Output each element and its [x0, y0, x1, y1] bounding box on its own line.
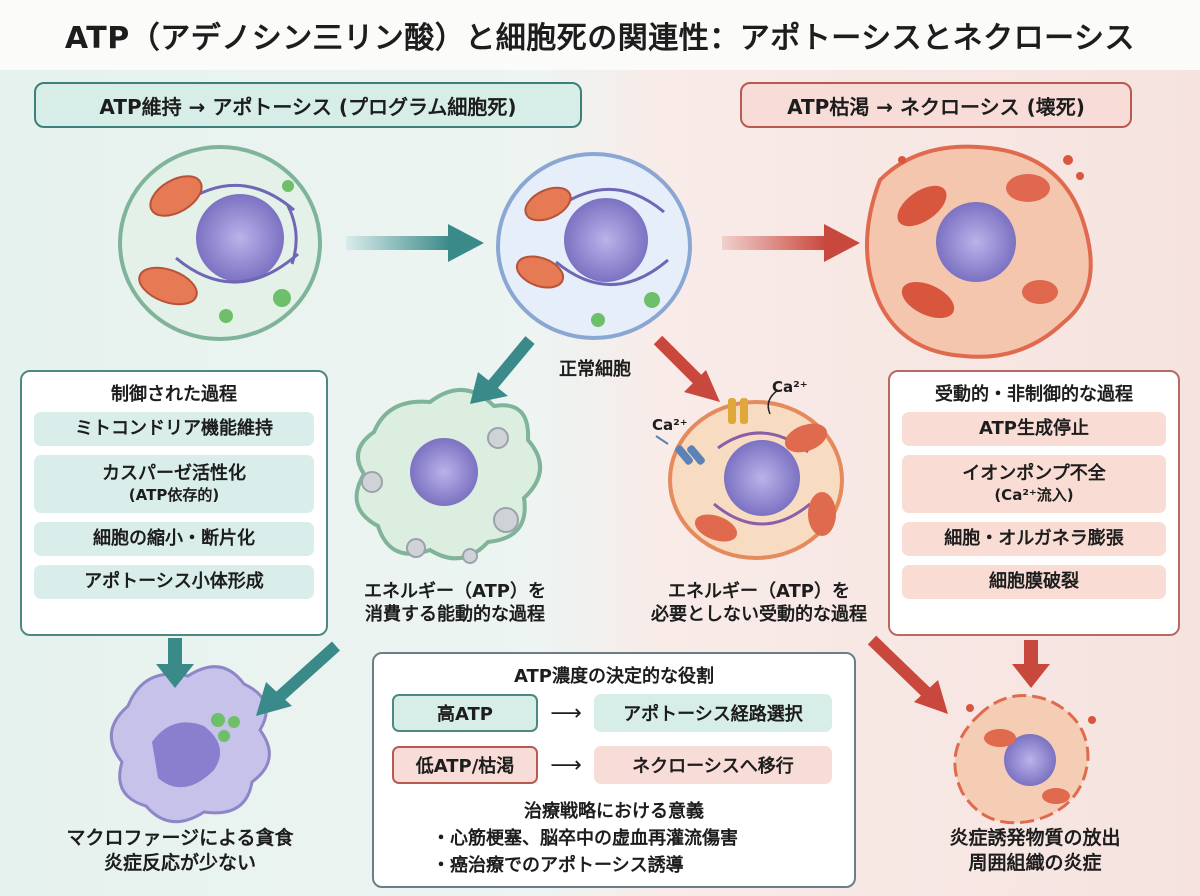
macrophage-label: マクロファージによる貪食 炎症反応が少ない: [20, 826, 340, 875]
necrosis-outcome-line-2: 周囲組織の炎症: [968, 851, 1102, 874]
apoptosis-energy-label: エネルギー（ATP）を 消費する能動的な過程: [330, 580, 580, 627]
arrow-down-icon: [156, 638, 194, 688]
significance-item: ・心筋梗塞、脳卒中の虚血再灌流傷害: [432, 828, 738, 849]
header-apoptosis: ATP維持 → アポトーシス (プログラム細胞死): [34, 82, 582, 128]
arrow-down-icon: [867, 635, 948, 714]
atp-role-title: ATP濃度の決定的な役割: [513, 666, 714, 687]
calcium-label-top: Ca²⁺: [772, 378, 808, 396]
atp-role-box: ATP濃度の決定的な役割 高ATP ⟶ アポトーシス経路選択 低ATP/枯渇 ⟶…: [372, 652, 856, 888]
arrow-right-icon: ⟶: [550, 752, 582, 778]
apoptosis-energy-line-1: エネルギー（ATP）を: [363, 581, 546, 602]
title-bar: ATP（アデノシン三リン酸）と細胞死の関連性：アポトーシスとネクローシス: [0, 0, 1200, 70]
apoptosis-item: アポトーシス小体形成: [34, 565, 314, 599]
healthy-cell-icon: [118, 145, 322, 341]
necrosis-outcome-line-1: 炎症誘発物質の放出: [949, 827, 1121, 849]
low-atp-result: ネクローシスへ移行: [594, 746, 832, 784]
necrosis-item: イオンポンプ不全 (Ca²⁺流入): [902, 455, 1166, 513]
apoptosis-item: ミトコンドリア機能維持: [34, 412, 314, 446]
lysed-cell-icon: [953, 694, 1096, 825]
normal-cell-label: 正常細胞: [559, 359, 631, 380]
macrophage-icon: [109, 665, 271, 824]
arrow-right-icon: [722, 224, 860, 262]
apoptosis-item-sub: (ATP依存的): [128, 485, 220, 504]
necrosis-item: ATP生成停止: [902, 412, 1166, 446]
high-atp-tag: 高ATP: [392, 694, 538, 732]
significance-title: 治療戦略における意義: [524, 801, 704, 822]
arrow-down-icon: [256, 641, 341, 716]
low-atp-tag: 低ATP/枯渇: [392, 746, 538, 784]
necrosis-energy-line-2: 必要としない受動的な過程: [651, 604, 867, 626]
mitochondria-icon: [138, 175, 203, 306]
apoptosis-item: カスパーゼ活性化 (ATP依存的): [34, 455, 314, 513]
macrophage-line-1: マクロファージによる貪食: [66, 827, 294, 849]
macrophage-line-2: 炎症反応が少ない: [103, 851, 256, 874]
high-atp-result: アポトーシス経路選択: [594, 694, 832, 732]
necrosis-energy-label: エネルギー（ATP）を 必要としない受動的な過程: [614, 580, 904, 627]
apoptosis-box-title: 制御された過程: [111, 384, 237, 405]
low-atp-row: 低ATP/枯渇 ⟶ ネクローシスへ移行: [392, 746, 836, 784]
arrow-down-icon: [653, 335, 720, 402]
apoptotic-cell-icon: [354, 387, 543, 564]
necrosis-item: 細胞膜破裂: [902, 565, 1166, 599]
apoptosis-process-box: 制御された過程 ミトコンドリア機能維持 カスパーゼ活性化 (ATP依存的) 細胞…: [20, 370, 328, 636]
necrosis-outcome-label: 炎症誘発物質の放出 周囲組織の炎症: [900, 826, 1170, 875]
swelling-cell-icon: [655, 389, 844, 560]
page-title: ATP（アデノシン三リン酸）と細胞死の関連性：アポトーシスとネクローシス: [64, 21, 1136, 56]
normal-cell-icon: [496, 152, 692, 340]
necrosis-process-box: 受動的・非制御的な過程 ATP生成停止 イオンポンプ不全 (Ca²⁺流入) 細胞…: [888, 370, 1180, 636]
arrow-down-icon: [1012, 640, 1050, 688]
arrow-down-icon: [470, 336, 535, 404]
calcium-label-left: Ca²⁺: [652, 416, 688, 434]
necrotic-cell-icon: [865, 144, 1093, 359]
necrosis-item-main: イオンポンプ不全: [962, 463, 1106, 485]
necrosis-item: 細胞・オルガネラ膨張: [902, 522, 1166, 556]
necrosis-item-sub: (Ca²⁺流入): [994, 485, 1074, 504]
calcium-channel-icon: [675, 398, 748, 465]
arrow-right-icon: [346, 224, 484, 262]
necrosis-energy-line-1: エネルギー（ATP）を: [667, 581, 850, 602]
significance-item: ・癌治療でのアポトーシス誘導: [432, 855, 684, 876]
high-atp-row: 高ATP ⟶ アポトーシス経路選択: [392, 694, 836, 732]
header-necrosis: ATP枯渇 → ネクローシス (壊死): [740, 82, 1132, 128]
apoptosis-energy-line-2: 消費する能動的な過程: [365, 604, 545, 626]
arrow-right-icon: ⟶: [550, 700, 582, 726]
apoptosis-item-main: カスパーゼ活性化: [102, 463, 246, 485]
apoptosis-item: 細胞の縮小・断片化: [34, 522, 314, 556]
necrosis-box-title: 受動的・非制御的な過程: [935, 384, 1133, 405]
